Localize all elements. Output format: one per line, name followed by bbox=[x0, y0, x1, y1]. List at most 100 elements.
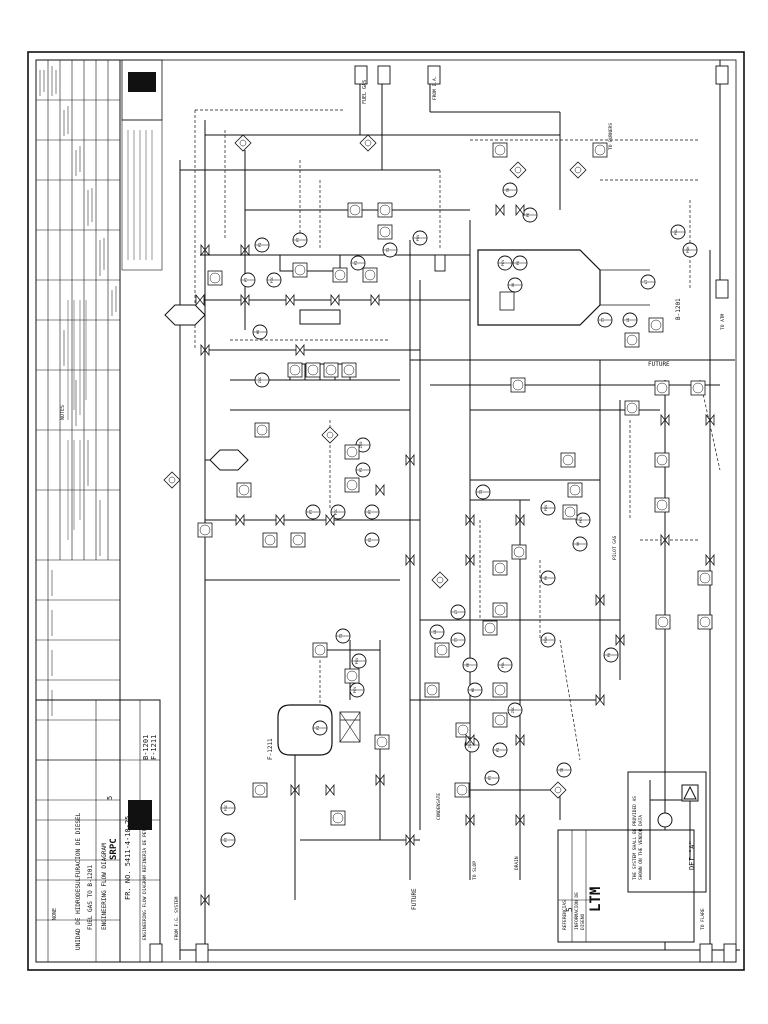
instrument-tag-text: FE bbox=[465, 662, 470, 667]
instrument-tag-box bbox=[312, 642, 328, 658]
instrument-bubble: LG bbox=[622, 312, 638, 328]
instrument-bubble: ZSC bbox=[507, 702, 523, 718]
instrument-tag-box bbox=[323, 362, 339, 378]
label-from-fg: FROM F.G. SYSTEM bbox=[174, 896, 180, 940]
instrument-tag-box bbox=[362, 267, 378, 283]
interlock-diamond bbox=[431, 571, 449, 589]
instrument-tag-text: FT bbox=[308, 509, 313, 514]
label-future-2: FUTURE bbox=[411, 888, 418, 910]
gate-valve bbox=[235, 513, 245, 527]
instrument-tag-text: PCV bbox=[352, 686, 357, 694]
instrument-tag-text: ZSO bbox=[358, 441, 363, 449]
instrument-bubble: PI bbox=[492, 742, 508, 758]
instrument-tag-text: FI bbox=[367, 538, 372, 543]
gate-valve bbox=[660, 533, 670, 547]
instrument-bubble: FE bbox=[522, 207, 538, 223]
interlock-diamonds bbox=[163, 134, 587, 799]
gate-valve bbox=[615, 633, 625, 647]
gate-valve bbox=[515, 813, 525, 827]
instrument-tag-text: PCV bbox=[578, 516, 583, 524]
gate-valve bbox=[515, 203, 525, 217]
gate-valve bbox=[515, 513, 525, 527]
instrument-tag-box bbox=[654, 452, 670, 468]
instrument-tag-box bbox=[377, 224, 393, 240]
instrument-tag-box bbox=[560, 452, 576, 468]
instrument-tag-text: FI bbox=[315, 726, 320, 731]
title-block-project: ENGINEERING FLOW DIAGRAM REFINERIA DE PE… bbox=[142, 815, 148, 940]
instrument-tag-box bbox=[377, 202, 393, 218]
instrument-bubble: FV bbox=[603, 647, 619, 663]
gate-valve bbox=[465, 733, 475, 747]
interlock-diamond bbox=[509, 161, 527, 179]
instrument-bubble: FI bbox=[364, 532, 380, 548]
instrument-tag-text: PI bbox=[495, 748, 500, 753]
title-block-title-2: FUEL GAS TO B-1201 bbox=[87, 865, 94, 930]
gate-valve bbox=[200, 343, 210, 357]
instrument-tag-text: FT bbox=[223, 837, 228, 842]
interlock-diamond bbox=[321, 426, 339, 444]
instrument-tag-text: LG bbox=[432, 629, 437, 634]
instrument-bubble: PT bbox=[364, 504, 380, 520]
instrument-bubble: TT bbox=[597, 312, 613, 328]
instrument-tag-text: PSL bbox=[673, 228, 678, 236]
instrument-bubble: PSH bbox=[682, 242, 698, 258]
instrument-bubble: PSL bbox=[497, 657, 513, 673]
instrument-tag-text: PCV bbox=[500, 259, 505, 267]
instrument-bubble: HS bbox=[252, 324, 268, 340]
instrument-tag-box bbox=[287, 362, 303, 378]
title-block-title-3: UNIDAD DE HIDRODESULFURACION DE DIESEL bbox=[75, 812, 82, 950]
instrument-tag-text: HS bbox=[255, 329, 260, 334]
instrument-tag-text: PT bbox=[487, 775, 492, 780]
gate-valve bbox=[290, 783, 300, 797]
instrument-tag-text: TI bbox=[478, 490, 483, 495]
instrument-tag-box bbox=[292, 262, 308, 278]
instrument-bubble: LG bbox=[429, 624, 445, 640]
gate-valve bbox=[495, 203, 505, 217]
instrument-bubble: PT bbox=[240, 272, 256, 288]
label-future-1: FUTURE bbox=[648, 361, 670, 368]
instrument-bubble: TT bbox=[450, 632, 466, 648]
instrument-tag-text: PT bbox=[367, 509, 372, 514]
label-pilot-gas: PILOT GAS bbox=[612, 535, 618, 560]
instrument-bubble: PSV bbox=[540, 500, 556, 516]
instrument-tag-box bbox=[492, 682, 508, 698]
instrument-tag-text: HS bbox=[470, 687, 475, 692]
instrument-bubble: PCV bbox=[497, 255, 513, 271]
instrument-bubble: LT bbox=[640, 274, 656, 290]
interlock-diamond bbox=[549, 781, 567, 799]
heater-label: B-1201 bbox=[675, 298, 682, 320]
instrument-tag-text: ZSC bbox=[510, 707, 515, 714]
knockout-drum-f1211 bbox=[277, 704, 361, 756]
gate-valve bbox=[295, 343, 305, 357]
legend-box bbox=[557, 829, 695, 943]
instrument-tag-box bbox=[290, 532, 306, 548]
label-condensate: CONDENSATE bbox=[436, 793, 442, 820]
instrument-tag-text: PSV bbox=[543, 504, 548, 512]
instrument-tag-text: ZSC bbox=[257, 377, 262, 384]
instrument-tag-text: PSV bbox=[415, 234, 420, 242]
instrument-tag-text: TI bbox=[385, 248, 390, 253]
detail-a-box bbox=[627, 771, 707, 893]
instrument-tag-text: FE bbox=[525, 212, 530, 217]
instrument-tag-box bbox=[492, 602, 508, 618]
gate-valve bbox=[195, 293, 205, 307]
instrument-tag-text: PT bbox=[243, 277, 248, 282]
instrument-tag-text: LG bbox=[625, 317, 630, 322]
instrument-tag-text: PIC bbox=[333, 509, 338, 516]
gate-valve bbox=[705, 413, 715, 427]
instrument-tag-box bbox=[655, 614, 671, 630]
instrument-tag-text: PSH bbox=[543, 636, 548, 644]
gate-valve bbox=[200, 893, 210, 907]
legend-title: LTM bbox=[588, 887, 604, 912]
gate-valve bbox=[465, 513, 475, 527]
instrument-tag-box bbox=[690, 380, 706, 396]
gate-valve bbox=[405, 453, 415, 467]
instrument-tag-box bbox=[434, 642, 450, 658]
detail-label: DET "A" bbox=[688, 840, 696, 870]
instrument-bubble: PT bbox=[484, 770, 500, 786]
instrument-tag-text: PI bbox=[358, 468, 363, 473]
title-block-scale: NONE bbox=[52, 908, 58, 920]
instrument-bubble: FV bbox=[540, 570, 556, 586]
instrument-tag-text: TE bbox=[559, 767, 564, 772]
instrument-tag-text: TT bbox=[453, 637, 458, 642]
